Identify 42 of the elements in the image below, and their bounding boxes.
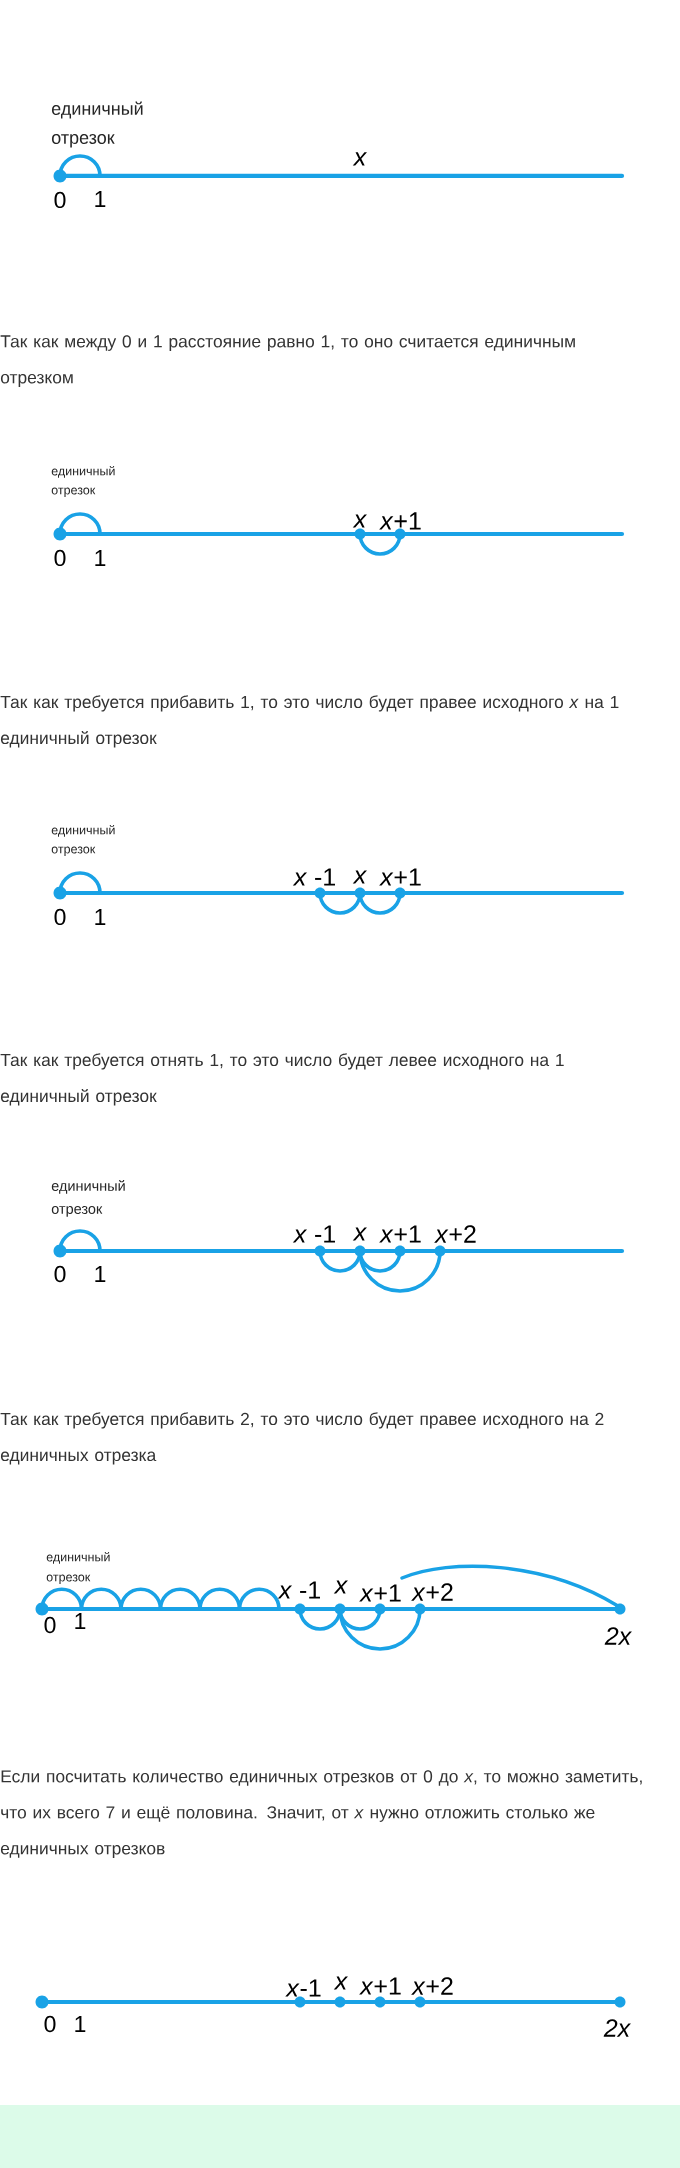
paragraph: Так как требуется отнять 1, то это число будет левее исходного на 1 единичный отрезок bbox=[0, 1053, 564, 1106]
point-label: 0 bbox=[54, 549, 66, 567]
point-label: x bbox=[333, 1976, 348, 1990]
paragraph: Если посчитать количество единичных отрезков от 0 до x, то можно заметить, что их всего 7 и ещё половина. Значит, от x нужно отложить столько же единичных отрезков bbox=[0, 1770, 642, 1858]
point-label: 1 bbox=[95, 191, 106, 207]
point-label: x+1 bbox=[359, 1977, 401, 1995]
segment-label: единичный отрезок bbox=[51, 466, 115, 497]
point-label: x+1 bbox=[379, 512, 421, 530]
point-label: 0 bbox=[54, 191, 66, 209]
point-label: x bbox=[333, 1580, 348, 1594]
segment-label: единичный отрезок bbox=[46, 1552, 110, 1584]
point-label: x -1 bbox=[292, 868, 335, 886]
point-label: x bbox=[352, 1227, 367, 1241]
segment-label: единичный отрезок bbox=[51, 825, 115, 856]
point-label: x-1 bbox=[285, 1979, 321, 1997]
point-label: 0 bbox=[44, 1616, 56, 1634]
point-label: 0 bbox=[44, 2015, 56, 2033]
point-label: x -1 bbox=[292, 1225, 335, 1243]
point-label: 1 bbox=[95, 909, 106, 925]
point-label: x+2 bbox=[411, 1977, 453, 1995]
paragraph: Так как между 0 и 1 расстояние равно 1, то оно считается единичным отрезком bbox=[0, 335, 575, 387]
point-label: 2x bbox=[603, 2019, 631, 2037]
point-label: x bbox=[352, 870, 367, 884]
segment-label: единичный отрезок bbox=[51, 1180, 125, 1217]
point-label: 2x bbox=[604, 1627, 632, 1645]
point-label: 1 bbox=[75, 1613, 86, 1629]
point-label: x+1 bbox=[379, 868, 421, 886]
paragraph: Так как требуется прибавить 2, то это число будет правее исходного на 2 единичных отрезка bbox=[0, 1412, 604, 1465]
point-label: x -1 bbox=[277, 1581, 320, 1599]
paragraph: Так как требуется прибавить 1, то это число будет правее исходного x на 1 единичный отрезок bbox=[0, 695, 619, 748]
point-label: 1 bbox=[75, 2016, 86, 2032]
point-label: 0 bbox=[54, 1265, 66, 1283]
point-label: x+2 bbox=[411, 1583, 453, 1601]
segment-label: единичный отрезок bbox=[51, 101, 143, 148]
point-label: x bbox=[352, 514, 367, 528]
point-label: x+2 bbox=[434, 1225, 476, 1243]
point-label: 1 bbox=[95, 550, 106, 566]
point-label: 1 bbox=[95, 1266, 106, 1282]
point-label: x+1 bbox=[379, 1225, 421, 1243]
point-label: x bbox=[352, 152, 367, 166]
point-label: x+1 bbox=[359, 1584, 401, 1602]
point-label: 0 bbox=[54, 908, 66, 926]
